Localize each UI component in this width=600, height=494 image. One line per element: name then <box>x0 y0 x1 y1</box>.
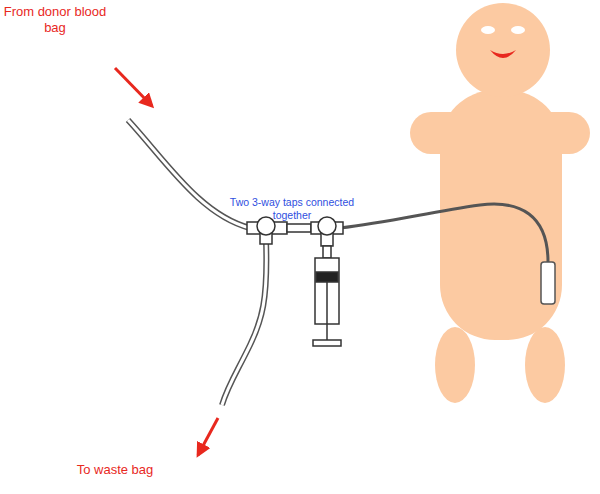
waste-label: To waste bag <box>50 462 180 478</box>
three-way-taps <box>247 217 343 246</box>
out-arrow <box>198 418 218 455</box>
in-arrow <box>115 68 152 106</box>
waste-tube <box>222 240 266 405</box>
donor-tube <box>128 120 250 228</box>
syringe <box>313 246 341 346</box>
taps-callout: Two 3-way taps connected together <box>222 196 362 221</box>
source-label: From donor blood bag <box>0 4 110 35</box>
infant-line <box>340 204 555 304</box>
